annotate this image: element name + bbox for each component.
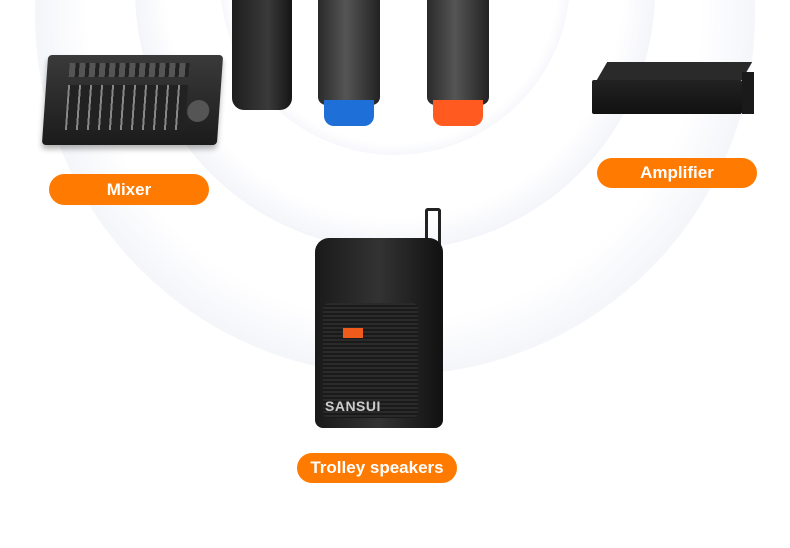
amplifier-image [592,62,757,122]
microphone-receiver [232,0,292,110]
mixer-image [41,55,224,145]
microphone-orange-cap [433,100,483,126]
mixer-label: Mixer [49,174,209,205]
trolley-speakers-label: Trolley speakers [297,453,457,483]
microphone-blue [318,0,380,105]
trolley-speaker-image: SANSUI [315,208,445,428]
amplifier-label: Amplifier [597,158,757,188]
microphone-blue-cap [324,100,374,126]
speaker-brand-logo: SANSUI [325,398,381,414]
microphone-orange [427,0,489,105]
